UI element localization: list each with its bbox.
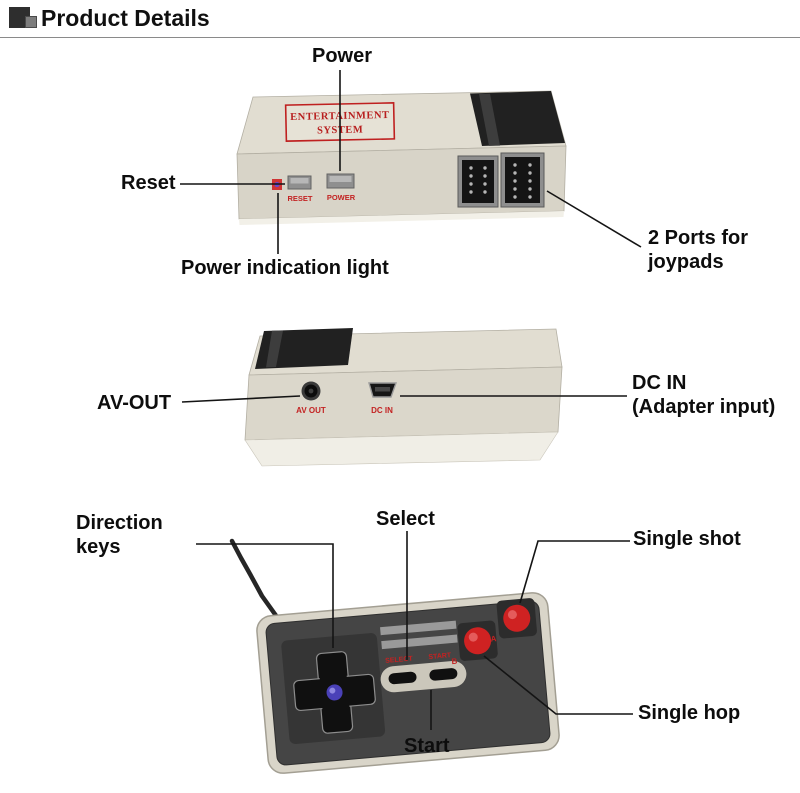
dpad [293,651,376,734]
callout-dc-in: DC IN (Adapter input) [632,371,775,419]
printed-reset-label: RESET [287,194,312,203]
printed-avout-label: AV OUT [296,406,326,415]
printed-power-label: POWER [327,193,356,202]
callout-reset: Reset [121,172,176,194]
single-hop-line [483,655,633,715]
page-header: Product Details [0,0,800,38]
logo-square-small-icon [25,16,37,28]
start-button [429,668,458,681]
avout-line [181,395,301,403]
a-button [496,598,537,639]
joypad-port-1 [457,155,499,208]
power-button [326,173,355,189]
joypad-port-2 [500,152,545,208]
controller-stripe-1 [380,620,457,636]
callout-start: Start [404,735,450,757]
dc-in-port [368,382,397,398]
callout-lines [180,70,642,730]
controller-stripe-2 [381,634,458,650]
callout-single-shot: Single shot [633,528,741,550]
console-front-illustration: ENTERTAINMENT SYSTEM RESET POWER [236,90,567,225]
printed-a-label: A [490,634,497,643]
callout-power-indication-light: Power indication light [181,257,389,279]
logo-square-icon [9,7,30,28]
callout-av-out: AV-OUT [97,392,172,414]
printed-dcin-label: DC IN [371,406,393,415]
console-back-illustration: AV OUT DC IN [244,328,563,467]
callout-dc-in-line2: (Adapter input) [632,396,776,418]
callout-dc-in-line1: DC IN [632,372,687,394]
ports-line [546,190,642,248]
printed-start-label: START [428,652,452,661]
direction-line [196,543,334,648]
printed-b-label: B [451,657,458,666]
callout-power: Power [312,45,373,67]
callout-direction-keys-line2: keys [76,536,121,558]
callout-direction-keys: Direction keys [76,511,163,559]
b-button [457,620,498,661]
callout-joypad-ports-line1: 2 Ports for [648,227,749,249]
callout-single-hop: Single hop [638,702,741,724]
select-button [388,671,417,685]
callout-direction-keys-line1: Direction [76,512,163,534]
callout-joypad-ports: 2 Ports for joypads [648,226,748,274]
single-shot-line [519,540,630,604]
av-out-jack [301,381,321,401]
callout-select: Select [376,508,435,530]
reset-button [287,175,312,190]
controller-cable [229,538,285,627]
printed-select-label: SELECT [385,655,414,664]
controller-illustration: SELECT START B A [256,592,560,774]
page-title: Product Details [41,5,210,31]
callout-joypad-ports-line2: joypads [648,251,724,273]
